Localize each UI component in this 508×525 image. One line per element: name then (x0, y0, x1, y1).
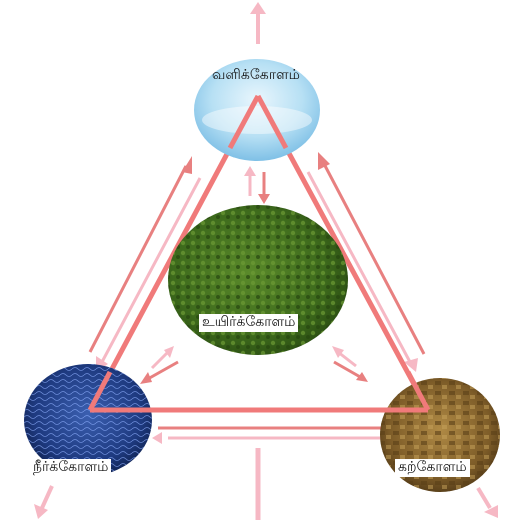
lithosphere-label: கற்கோளம் (395, 459, 470, 477)
outward-arrow-bottom-right (478, 488, 498, 518)
arrow-bio-litho (332, 346, 368, 382)
outward-arrow-top (250, 2, 266, 44)
arrow-atm-bio (244, 166, 270, 204)
outward-arrow-bottom-left (34, 486, 52, 519)
arrow-bio-hydro (140, 346, 178, 384)
biosphere-sphere (168, 205, 348, 355)
hydrosphere-label: நீர்க்கோளம் (30, 459, 111, 477)
biosphere-label: உயிர்க்கோளம் (199, 314, 298, 332)
atmosphere-label: வளிக்கோளம் (212, 67, 300, 85)
arrow-bottom (152, 422, 402, 444)
